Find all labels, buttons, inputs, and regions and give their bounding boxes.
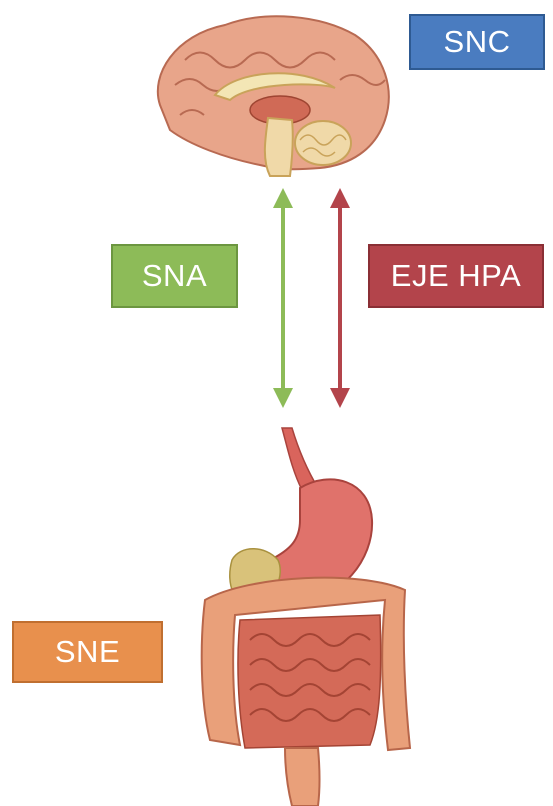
eje-hpa-label: EJE HPA	[368, 244, 544, 308]
sne-label: SNE	[12, 621, 163, 683]
brain-icon	[158, 16, 389, 176]
digestive-system-icon	[202, 428, 410, 806]
snc-label: SNC	[409, 14, 545, 70]
sna-label: SNA	[111, 244, 238, 308]
